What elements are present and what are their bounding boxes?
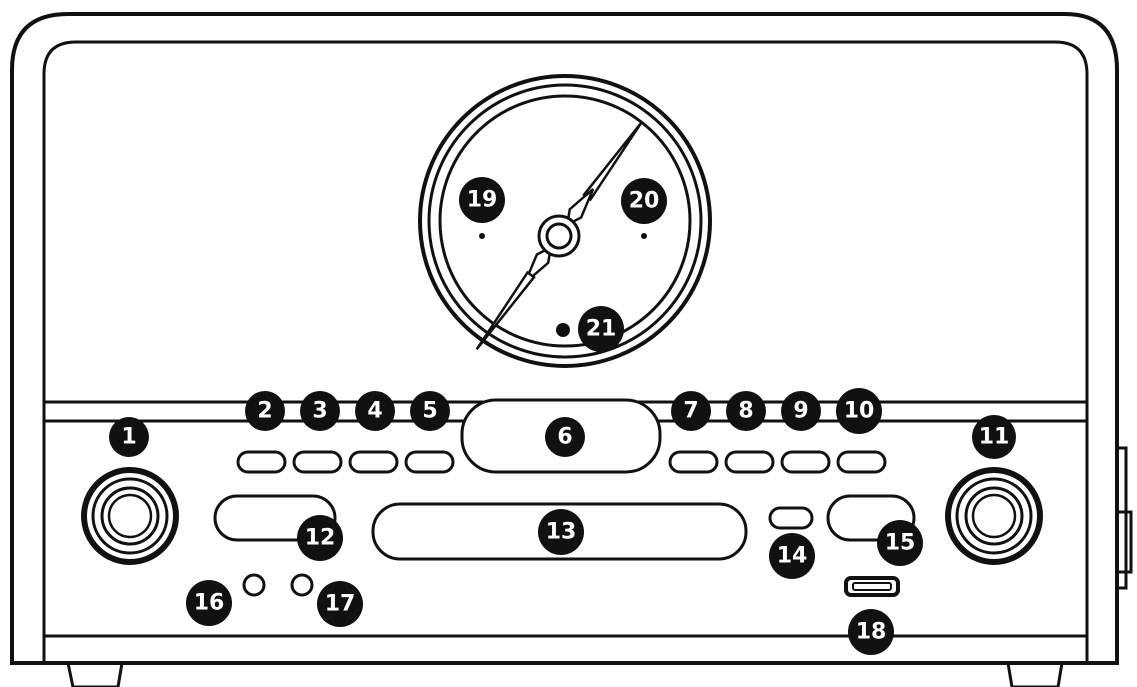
callout-label-20: 20 <box>629 189 660 214</box>
preset-button-3 <box>292 450 343 474</box>
preset-button-9 <box>780 450 831 474</box>
callout-badge-15: 15 <box>877 520 923 566</box>
callout-label-1: 1 <box>121 425 136 450</box>
callout-label-16: 16 <box>194 591 225 616</box>
callout-label-12: 12 <box>305 526 336 551</box>
callout-badge-19: 19 <box>459 177 505 223</box>
callout-label-8: 8 <box>738 399 753 424</box>
callout-badge-5: 5 <box>410 391 450 431</box>
callout-label-21: 21 <box>586 317 617 342</box>
preset-buttons <box>236 450 887 474</box>
preset-button-8 <box>724 450 775 474</box>
callout-badge-8: 8 <box>726 391 766 431</box>
callout-label-11: 11 <box>979 425 1010 450</box>
callout-label-3: 3 <box>312 399 327 424</box>
right-foot <box>1006 661 1064 687</box>
callout-badges: 1 2 3 4 5 6 7 8 9 10 11 12 13 14 15 16 1… <box>109 177 1016 655</box>
indicator-light-right <box>641 233 647 239</box>
callout-badge-4: 4 <box>355 391 395 431</box>
callout-label-17: 17 <box>325 592 356 617</box>
dial-face <box>438 94 692 348</box>
callout-label-19: 19 <box>467 188 498 213</box>
dial-bezel-ring <box>427 83 703 359</box>
cabinet-outer-shell <box>10 12 1119 665</box>
callout-badge-2: 2 <box>245 391 285 431</box>
analog-dial <box>418 74 712 368</box>
left-foot <box>66 661 124 687</box>
callout-label-7: 7 <box>683 399 698 424</box>
callout-badge-18: 18 <box>848 609 894 655</box>
callout-label-9: 9 <box>793 399 808 424</box>
usb-port-inner <box>852 582 892 591</box>
callout-badge-1: 1 <box>109 417 149 457</box>
callout-label-10: 10 <box>844 399 875 424</box>
callout-badge-17: 17 <box>317 581 363 627</box>
dial-hub-inner <box>545 222 573 250</box>
callout-badge-9: 9 <box>781 391 821 431</box>
preset-button-5 <box>404 450 455 474</box>
callout-badge-20: 20 <box>621 178 667 224</box>
callout-badge-14: 14 <box>769 533 815 579</box>
right-knob <box>945 467 1043 565</box>
sensor-dot <box>556 323 570 337</box>
side-connector-lower <box>1115 510 1133 574</box>
callout-label-4: 4 <box>367 399 382 424</box>
callout-badge-11: 11 <box>972 415 1016 459</box>
callout-badge-12: 12 <box>297 515 343 561</box>
callout-label-14: 14 <box>777 544 808 569</box>
preset-button-2 <box>236 450 287 474</box>
callout-label-13: 13 <box>546 520 577 545</box>
jack-right <box>290 573 314 597</box>
callout-badge-6: 6 <box>545 417 585 457</box>
left-knob <box>81 467 179 565</box>
indicator-light-left <box>479 233 485 239</box>
preset-button-4 <box>348 450 399 474</box>
callout-label-6: 6 <box>557 425 572 450</box>
callout-label-5: 5 <box>422 399 437 424</box>
callout-badge-10: 10 <box>836 388 882 434</box>
callout-badge-21: 21 <box>578 306 624 352</box>
callout-badge-16: 16 <box>186 580 232 626</box>
small-button <box>768 506 814 530</box>
callout-label-18: 18 <box>856 620 887 645</box>
callout-label-15: 15 <box>885 531 916 556</box>
callout-label-2: 2 <box>257 399 272 424</box>
jack-left <box>242 573 266 597</box>
preset-button-7 <box>668 450 719 474</box>
callout-badge-3: 3 <box>300 391 340 431</box>
callout-badge-13: 13 <box>538 509 584 555</box>
cabinet-inner-frame <box>42 40 1089 665</box>
callout-badge-7: 7 <box>671 391 711 431</box>
preset-button-10 <box>836 450 887 474</box>
